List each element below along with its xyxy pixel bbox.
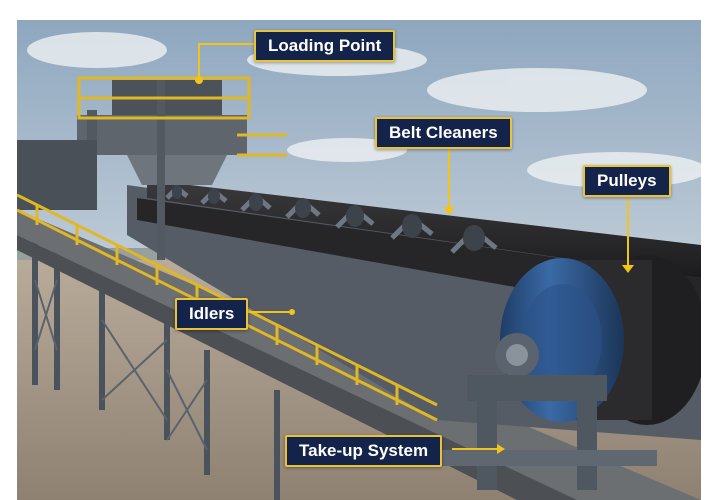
callout-take-up-system: Take-up System bbox=[285, 435, 443, 467]
idler-rollers bbox=[172, 185, 485, 251]
conveyor-illustration bbox=[17, 20, 701, 500]
callout-belt-cleaners: Belt Cleaners bbox=[375, 117, 512, 149]
walkway-edge bbox=[17, 235, 577, 500]
callout-pulleys: Pulleys bbox=[583, 165, 671, 197]
take-up-frame bbox=[437, 375, 657, 490]
callout-idlers: Idlers bbox=[175, 298, 249, 330]
loading-tower bbox=[17, 80, 247, 260]
conveyor-photo bbox=[17, 20, 701, 500]
cross-bracing bbox=[34, 279, 208, 451]
callout-loading-point: Loading Point bbox=[254, 30, 396, 62]
